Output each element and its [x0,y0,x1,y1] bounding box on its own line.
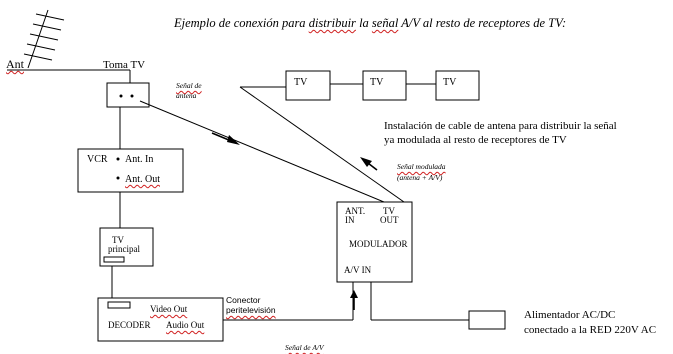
alimentador-box [468,310,506,330]
ant-label: Ant [6,57,24,71]
video-out-label: Video Out [150,304,188,314]
arrow-icon [350,290,358,310]
alimentador-label-1: Alimentador AC/DC [524,309,616,321]
vcr-box [77,148,184,193]
tv-box-3 [435,70,480,101]
ant-in-label: Ant. In [125,154,154,165]
tv-box-1 [285,70,331,101]
senal-av-label: Señal de A/V [285,343,324,352]
conector-label-2: peritelevisión [226,305,276,315]
toma-tv-box [106,82,150,108]
senal-antena-label-1: Señal de [176,81,202,90]
arrow-icon [360,157,378,171]
senal-antena-label-2: antena [176,91,197,100]
alimentador-label-2: conectado a la RED 220V AC [524,324,657,336]
mod-out-label: OUT [380,215,399,225]
mod-in-label: IN [345,215,355,225]
audio-out-label: Audio Out [166,320,205,330]
instalacion-line-1: Instalación de cable de antena para dist… [384,120,617,132]
mod-tv-label: TV [383,206,395,216]
decoder-connector [107,301,131,309]
senal-modulada-label-1: Señal modulada [397,162,446,171]
tv-label-3: TV [443,77,457,88]
ant-out-label: Ant. Out [125,174,160,185]
tv-principal-connector [103,256,125,263]
tv-label-1: TV [294,77,308,88]
decoder-label: DECODER [108,320,151,330]
distribution-cable [239,86,405,203]
tv-label-2: TV [370,77,384,88]
av-in-label: A/V IN [344,265,372,275]
vcr-label: VCR [87,154,108,165]
tv-box-2 [362,70,407,101]
toma-tv-label: Toma TV [103,59,146,71]
antenna-icon [23,9,65,69]
mod-ant-label: ANT. [345,206,366,216]
senal-modulada-label-2: (antena + A/V) [397,173,443,182]
tv-principal-label-2: principal [108,244,140,254]
tv-principal-label-1: TV [112,235,124,245]
arrow-icon [211,132,240,145]
modulador-label: MODULADOR [349,239,408,249]
modulator-box [336,201,413,283]
diagram-title: Ejemplo de conexión para distribuir la s… [174,16,567,30]
conector-label-1: Conector [226,295,261,305]
instalacion-line-2: ya modulada al resto de receptores de TV [384,134,567,146]
tv-principal-box [99,227,154,267]
antenna-to-modulator-cable [139,100,385,203]
